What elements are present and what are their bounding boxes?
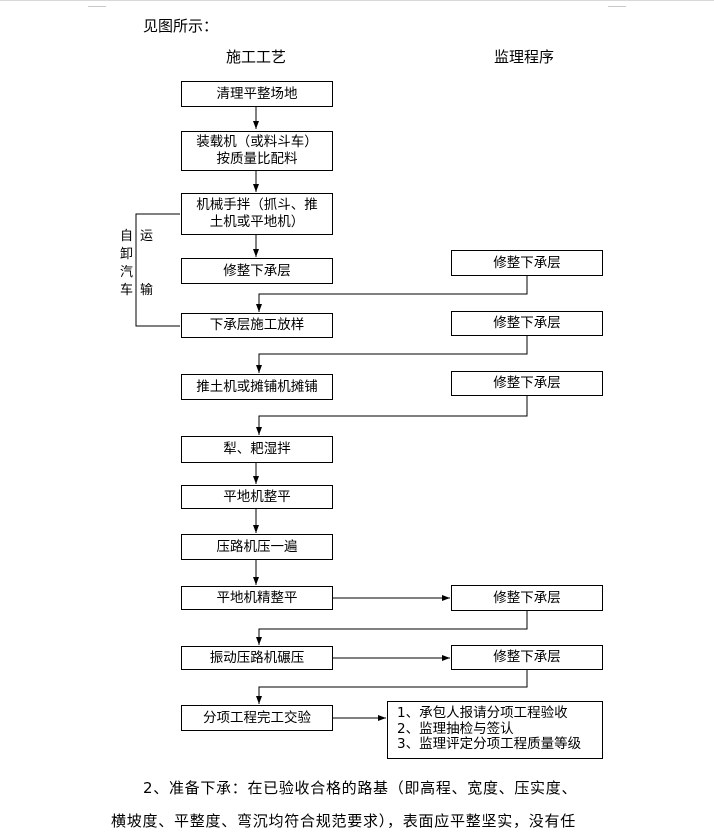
crop-mark-left (88, 0, 106, 7)
step-bulldozer-spreading: 推土机或摊铺机摊铺 (181, 374, 333, 400)
side-label-char: 汽 (120, 265, 134, 280)
supervision-step-4: 修整下承层 (451, 585, 603, 611)
side-label-char: 输 (140, 283, 154, 298)
side-label-char: 运 (140, 229, 154, 244)
step-trim-subgrade: 修整下承层 (181, 258, 333, 284)
step-plow-wet-mixing: 犁、耙湿拌 (181, 436, 333, 463)
supervision-header: 监理程序 (494, 48, 555, 66)
intro-text: 见图所示： (143, 17, 219, 35)
paragraph-line-2: 横坡度、平整度、弯沉均符合规范要求），表面应平整坚实，没有任 (111, 812, 577, 830)
side-label-char: 卸 (120, 247, 134, 262)
side-label-char: 自 (120, 229, 134, 244)
side-label-char: 车 (120, 283, 134, 298)
acceptance-item: 2、监理抽检与签认 (397, 720, 514, 737)
supervision-step-5: 修整下承层 (451, 645, 603, 670)
step-mechanical-mixing: 机械手拌（抓斗、推 土机或平地机） (181, 193, 333, 235)
step-roller-one-pass: 压路机压一遍 (181, 534, 333, 560)
supervision-step-2: 修整下承层 (451, 311, 603, 336)
acceptance-item: 3、监理评定分项工程质量等级 (397, 736, 582, 752)
construction-header: 施工工艺 (226, 48, 287, 66)
supervision-step-3: 修整下承层 (451, 371, 603, 396)
step-grader-leveling: 平地机整平 (181, 485, 333, 509)
acceptance-procedure-box: 1、承包人报请分项工程验收 2、监理抽检与签认 3、监理评定分项工程质量等级 (387, 701, 603, 759)
crop-mark-right (608, 0, 626, 7)
step-grader-fine-leveling: 平地机精整平 (181, 586, 333, 610)
step-clear-site: 清理平整场地 (181, 81, 333, 107)
step-handover-inspection: 分项工程完工交验 (181, 705, 333, 731)
supervision-step-1: 修整下承层 (451, 250, 603, 276)
paragraph-line-1: 2、准备下承：在已验收合格的路基（即高程、宽度、压实度、 (143, 779, 578, 797)
step-subgrade-layout: 下承层施工放样 (181, 313, 333, 338)
acceptance-item: 1、承包人报请分项工程验收 (397, 705, 568, 721)
step-loader-batching: 装载机（或料斗车） 按质量比配料 (181, 131, 333, 171)
step-vibratory-rolling: 振动压路机碾压 (181, 646, 333, 670)
page-top-border (0, 0, 714, 1)
